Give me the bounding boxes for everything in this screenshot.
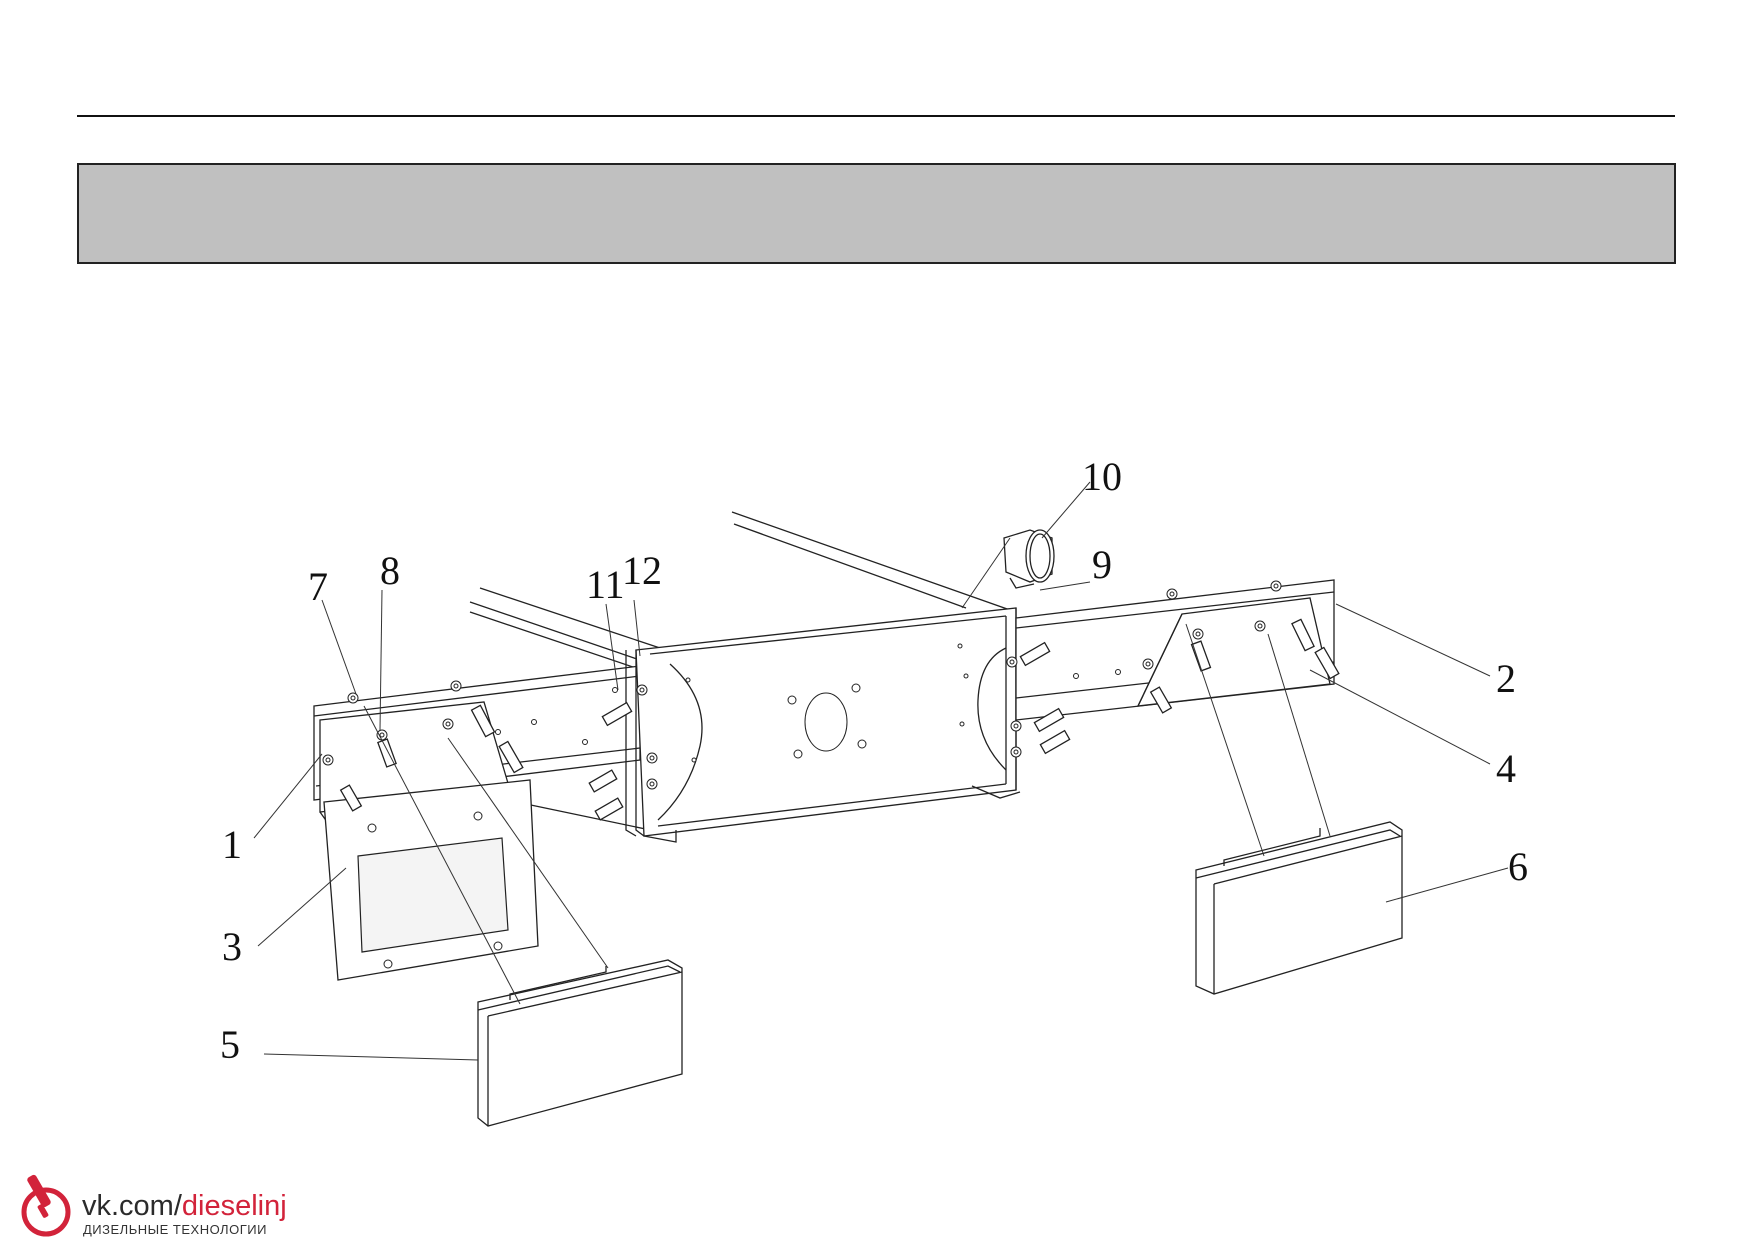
lamp-right (1195, 821, 1403, 995)
top-rule (77, 115, 1675, 117)
bushing-10 (1003, 529, 1055, 589)
callout-2: 2 (1496, 656, 1516, 701)
callout-10: 10 (1082, 454, 1122, 499)
callout-11: 11 (586, 562, 625, 607)
leader-lines (253, 481, 1509, 1061)
callout-9: 9 (1092, 542, 1112, 587)
callout-4: 4 (1496, 746, 1516, 791)
right-rail (731, 511, 1011, 620)
watermark-url: vk.com/dieselinj (82, 1190, 287, 1223)
mounting-plate-3 (323, 779, 539, 981)
watermark-url-accent: dieselinj (181, 1190, 287, 1222)
callout-7: 7 (308, 564, 328, 609)
callout-3: 3 (222, 924, 242, 969)
dieselinj-logo-icon (21, 1174, 71, 1237)
watermark-url-prefix: vk.com/ (82, 1190, 182, 1222)
center-beam (625, 607, 1021, 843)
fasteners (322, 580, 1340, 821)
callout-12: 12 (622, 548, 662, 593)
callout-8: 8 (380, 548, 400, 593)
callout-5: 5 (220, 1022, 240, 1067)
callout-1: 1 (222, 822, 242, 867)
watermark-subtitle: ДИЗЕЛЬНЫЕ ТЕХНОЛОГИИ (83, 1222, 267, 1237)
callouts: 1 2 3 4 5 6 7 8 9 10 11 12 (220, 454, 1528, 1067)
lamp-left (477, 959, 683, 1127)
header-band (77, 163, 1676, 264)
callout-6: 6 (1508, 844, 1528, 889)
